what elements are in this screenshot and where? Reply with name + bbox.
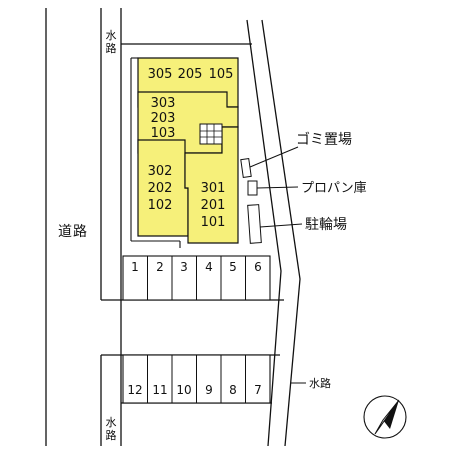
propane-leader (256, 186, 299, 189)
north-arrow-icon (363, 395, 407, 439)
svg-text:路: 路 (73, 224, 87, 240)
bicycle-leader (259, 223, 303, 228)
svg-text:道: 道 (58, 224, 72, 240)
propane-shed (247, 180, 258, 196)
parking-space-12: 12 (127, 383, 142, 397)
unit-103: 103 (151, 126, 176, 141)
unit-302: 302 (148, 164, 173, 179)
parking-space-1: 1 (131, 260, 139, 274)
unit-202: 202 (148, 181, 173, 196)
unit-305: 305 (148, 67, 173, 82)
unit-203: 203 (151, 111, 176, 126)
parking-bottom-row: 12 11 10 9 8 7 (122, 354, 271, 404)
stair-icon (199, 123, 223, 145)
svg-text:水: 水 (106, 29, 117, 42)
parking-space-6: 6 (254, 260, 262, 274)
parking-space-7: 7 (254, 383, 262, 397)
parking-space-2: 2 (156, 260, 164, 274)
waterway-label-bottom: 水 路 (106, 416, 117, 442)
parking-space-11: 11 (152, 383, 167, 397)
parking-top-row: 1 2 3 4 5 6 (122, 255, 271, 301)
waterway-label-right: 水路 (309, 377, 331, 390)
waterway-label-top: 水 路 (106, 29, 117, 55)
left-waterway (100, 8, 122, 446)
parking-space-10: 10 (176, 383, 191, 397)
bicycle-parking (247, 204, 262, 244)
left-building-units: 302 202 102 (148, 164, 173, 213)
right-building-units: 301 201 101 (201, 181, 226, 230)
inner-wall (130, 57, 181, 248)
right-waterway (246, 19, 301, 447)
svg-text:水: 水 (106, 416, 117, 429)
unit-105: 105 (209, 67, 234, 82)
svg-text:路: 路 (106, 429, 117, 442)
unit-303: 303 (151, 96, 176, 111)
garbage-label: ゴミ置場 (296, 131, 352, 148)
top-building-units: 305 205 105 (148, 67, 234, 82)
unit-102: 102 (148, 198, 173, 213)
garbage-area (240, 157, 252, 179)
unit-201: 201 (201, 198, 226, 213)
parking-space-3: 3 (180, 260, 188, 274)
middle-building-units: 303 203 103 (151, 96, 176, 141)
parking-space-4: 4 (205, 260, 213, 274)
unit-101: 101 (201, 215, 226, 230)
unit-301: 301 (201, 181, 226, 196)
svg-text:路: 路 (106, 42, 117, 55)
garbage-leader (249, 146, 299, 168)
propane-label: プロパン庫 (301, 181, 367, 196)
bicycle-label: 駐輪場 (305, 216, 347, 233)
parking-space-5: 5 (229, 260, 237, 274)
parking-space-8: 8 (229, 383, 237, 397)
unit-205: 205 (178, 67, 203, 82)
road-label: 道 路 (58, 224, 87, 240)
parking-space-9: 9 (205, 383, 213, 397)
